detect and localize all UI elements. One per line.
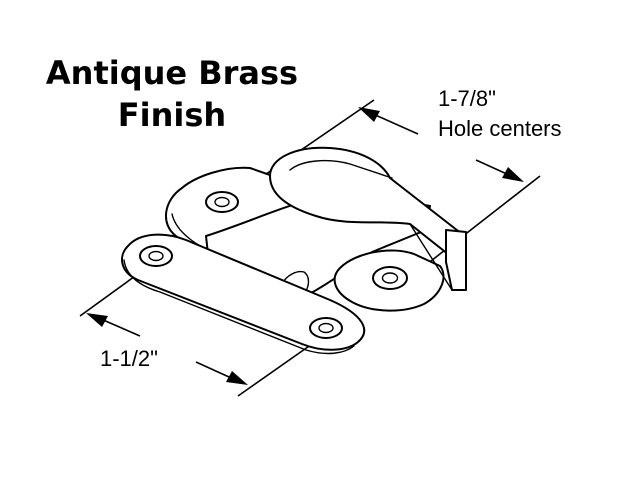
sash-screw-hole-left: [139, 245, 173, 267]
hole-centers-value: 1-7/8": [438, 86, 496, 111]
sash-screw-hole-right-inner: [318, 322, 334, 334]
lock-right-lobe: [333, 249, 445, 312]
arrowhead-left: [86, 313, 108, 327]
width-value: 1-1/2": [100, 346, 158, 371]
title-line-2: Finish: [118, 96, 226, 134]
lock-body-slot: [281, 270, 310, 295]
hole-centers-label: Hole centers: [438, 116, 562, 141]
cam-lever: [269, 146, 467, 291]
keeper-screw-hole-left-inner: [214, 196, 230, 208]
lock-screw-hole-right: [372, 266, 408, 290]
arrowhead-right: [226, 371, 248, 385]
lock-screw-hole-right-inner: [381, 272, 399, 284]
hole-centers-dimension: 1-7/8" Hole centers: [233, 86, 562, 283]
arrowhead-lower: [502, 167, 524, 182]
cam-lever-tip: [445, 229, 467, 291]
sash-plate-edge: [123, 259, 355, 355]
cam-lever-ridge: [289, 159, 393, 179]
sash-screw-hole-left-inner: [148, 250, 164, 262]
arrowhead-upper: [358, 107, 380, 122]
title-line-1: Antique Brass: [46, 54, 298, 92]
keeper-screw-hole-left: [205, 191, 239, 213]
sash-screw-hole-right: [309, 317, 343, 339]
cam-lever-underside: [409, 223, 453, 291]
sash-plate: [121, 233, 366, 355]
